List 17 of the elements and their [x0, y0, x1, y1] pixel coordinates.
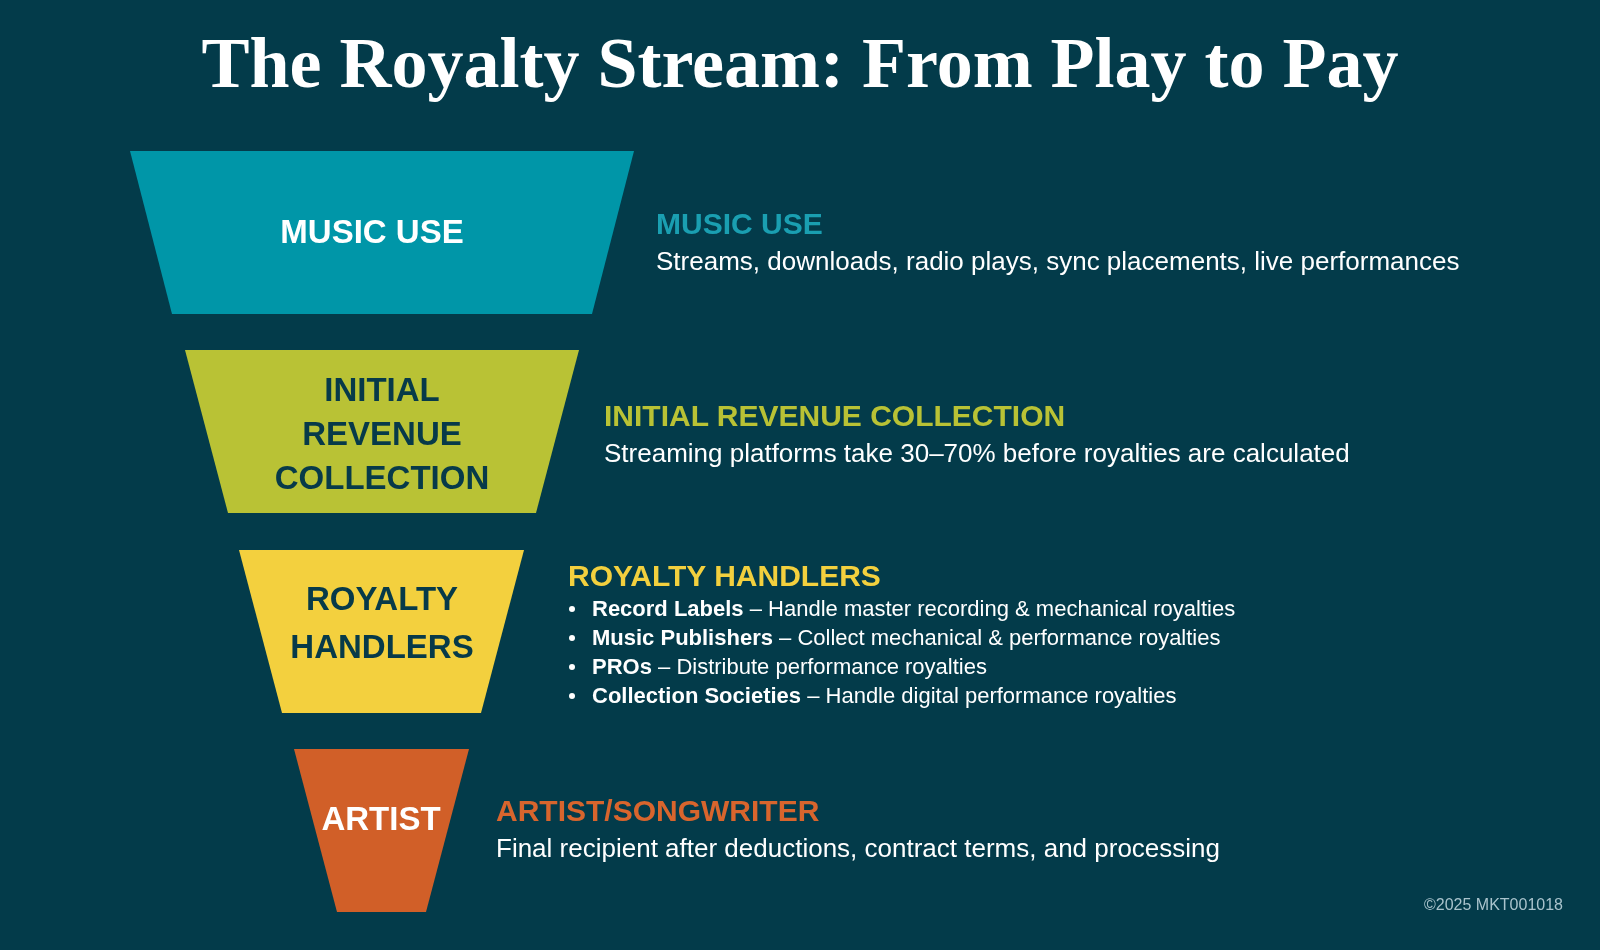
copyright-note: ©2025 MKT001018: [1424, 895, 1563, 915]
stage-heading: INITIAL REVENUE COLLECTION: [604, 398, 1066, 434]
bullet-text: PROs – Distribute performance royalties: [592, 653, 987, 681]
stage-heading: MUSIC USE: [656, 206, 823, 242]
stage-heading: ROYALTY HANDLERS: [568, 558, 881, 594]
bullet-text: Collection Societies – Handle digital performance royalties: [592, 682, 1177, 710]
stage-description: Streams, downloads, radio plays, sync placements, live performances: [656, 246, 1460, 276]
stage-label: MUSIC USE: [280, 212, 464, 252]
bullet-text: Record Labels – Handle master recording & mechanical royalties: [592, 595, 1236, 623]
stage-description: Final recipient after deductions, contract terms, and processing: [496, 833, 1221, 863]
stage-label: ARTIST: [321, 799, 441, 839]
stage-description: Streaming platforms take 30–70% before royalties are calculated: [604, 438, 1350, 468]
bullet-text: Music Publishers – Collect mechanical & performance royalties: [592, 624, 1221, 652]
stage-heading: ARTIST/SONGWRITER: [496, 793, 820, 829]
stage-label: INITIAL REVENUE COLLECTION: [274, 370, 490, 498]
stage-label: ROYALTY HANDLERS: [290, 579, 474, 667]
title: The Royalty Stream: From Play to Pay: [201, 22, 1399, 104]
